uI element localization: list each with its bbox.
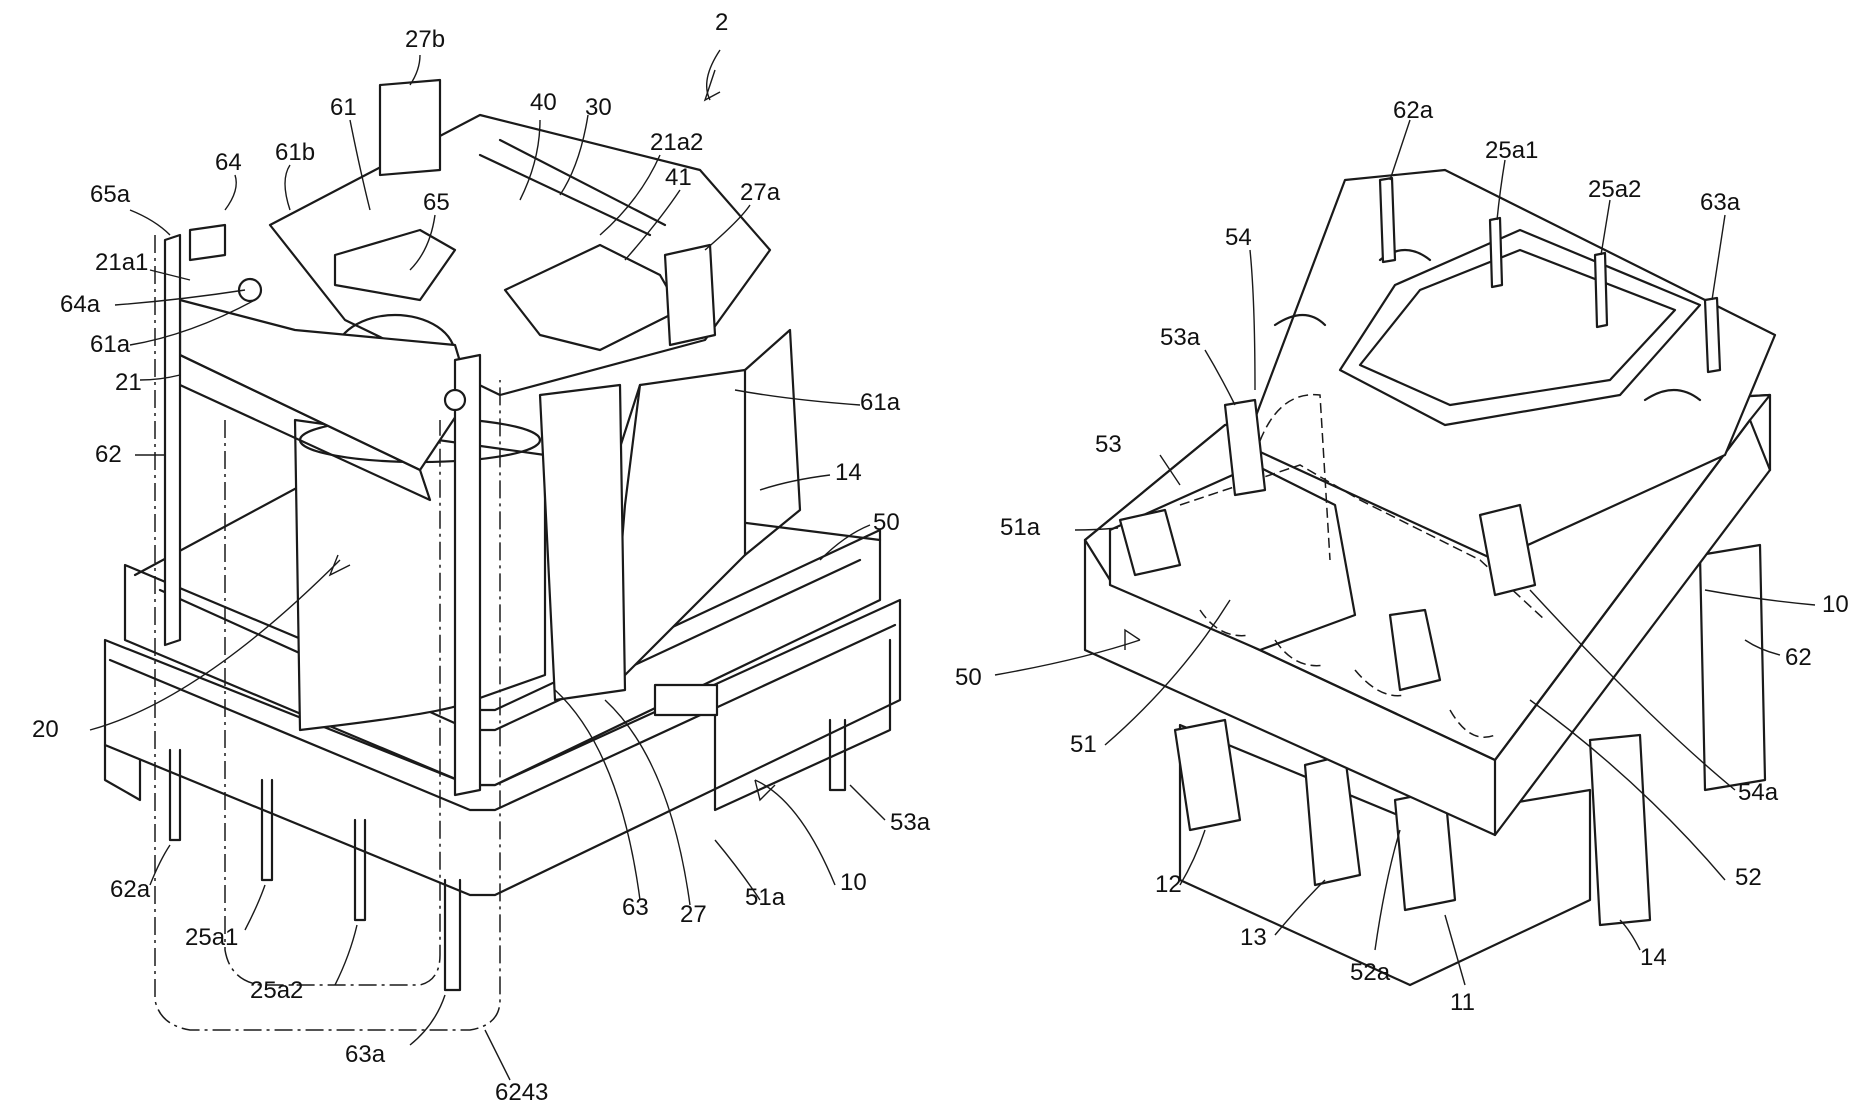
label-r-54a: 54a bbox=[1738, 779, 1779, 806]
leader-6243 bbox=[485, 1030, 510, 1080]
label-62: 62 bbox=[95, 441, 122, 468]
label-27b: 27b bbox=[405, 26, 445, 53]
base-boss bbox=[655, 685, 717, 715]
leader-r-14 bbox=[1620, 920, 1640, 950]
label-r-51a: 51a bbox=[1000, 514, 1041, 541]
label-r-50: 50 bbox=[955, 664, 982, 691]
label-21a2: 21a2 bbox=[650, 129, 703, 156]
pin-63a bbox=[445, 880, 460, 990]
leader-r-25a2 bbox=[1601, 200, 1610, 255]
label-r-11: 11 bbox=[1450, 989, 1475, 1016]
label-10: 10 bbox=[840, 869, 867, 896]
label-63a: 63a bbox=[345, 1041, 386, 1068]
leader-r-62a bbox=[1390, 120, 1410, 180]
label-64: 64 bbox=[215, 149, 242, 176]
label-r-63a: 63a bbox=[1700, 189, 1741, 216]
terminal-27b bbox=[380, 80, 440, 175]
label-20: 20 bbox=[32, 716, 59, 743]
rivet-right bbox=[445, 390, 465, 410]
label-64a: 64a bbox=[60, 291, 101, 318]
leader-r-53a bbox=[1205, 350, 1235, 405]
label-25a2: 25a2 bbox=[250, 977, 303, 1004]
leader-25a1 bbox=[245, 885, 265, 930]
leader-14 bbox=[760, 475, 830, 490]
label-61a-left: 61a bbox=[90, 331, 131, 358]
label-53a: 53a bbox=[890, 809, 931, 836]
leg-13 bbox=[1305, 755, 1360, 885]
label-21a1: 21a1 bbox=[95, 249, 148, 276]
label-r-62a: 62a bbox=[1393, 97, 1434, 124]
label-27a: 27a bbox=[740, 179, 781, 206]
leader-62a bbox=[150, 845, 170, 885]
frame-plate-27 bbox=[540, 385, 625, 700]
label-21: 21 bbox=[115, 369, 142, 396]
leader-63a bbox=[410, 995, 445, 1045]
label-r-12: 12 bbox=[1155, 871, 1182, 898]
label-62a: 62a bbox=[110, 876, 151, 903]
leader-65a bbox=[130, 210, 170, 235]
leader-r-54 bbox=[1250, 250, 1255, 390]
pin-25a1-right bbox=[1490, 218, 1502, 287]
pin-25a2-right bbox=[1595, 253, 1607, 327]
terminal-62-strip bbox=[165, 235, 180, 645]
label-51a: 51a bbox=[745, 884, 786, 911]
label-50: 50 bbox=[873, 509, 900, 536]
label-40: 40 bbox=[530, 89, 557, 116]
right-assembly bbox=[1085, 170, 1775, 985]
label-6243: 6243 bbox=[495, 1079, 548, 1106]
label-61b: 61b bbox=[275, 139, 315, 166]
label-65a: 65a bbox=[90, 181, 131, 208]
label-27: 27 bbox=[680, 901, 707, 928]
frame-right-column bbox=[745, 330, 800, 555]
leader-27b bbox=[410, 55, 420, 85]
pin-63a-right bbox=[1705, 298, 1720, 372]
label-r-14: 14 bbox=[1640, 944, 1667, 971]
leader-10 bbox=[755, 780, 835, 885]
label-61a-right: 61a bbox=[860, 389, 901, 416]
label-r-54: 54 bbox=[1225, 224, 1252, 251]
terminal-27a bbox=[665, 245, 715, 345]
label-65: 65 bbox=[423, 189, 450, 216]
leg-62 bbox=[1700, 545, 1765, 790]
label-r-52: 52 bbox=[1735, 864, 1762, 891]
label-r-53a: 53a bbox=[1160, 324, 1201, 351]
terminal-63-strip bbox=[455, 355, 480, 795]
label-r-10: 10 bbox=[1822, 591, 1849, 618]
label-r-13: 13 bbox=[1240, 924, 1267, 951]
figure-number-2: 2 bbox=[715, 9, 728, 36]
leg-14 bbox=[1590, 735, 1650, 925]
post-65a bbox=[190, 225, 225, 260]
label-r-52a: 52a bbox=[1350, 959, 1391, 986]
leader-64 bbox=[225, 175, 236, 210]
leader-53a bbox=[850, 785, 885, 820]
label-41: 41 bbox=[665, 164, 692, 191]
label-r-53: 53 bbox=[1095, 431, 1122, 458]
label-25a1: 25a1 bbox=[185, 924, 238, 951]
pin-62a-right bbox=[1380, 178, 1395, 262]
label-r-51: 51 bbox=[1070, 731, 1097, 758]
label-r-62: 62 bbox=[1785, 644, 1812, 671]
label-14: 14 bbox=[835, 459, 862, 486]
leader-25a2 bbox=[335, 925, 357, 985]
label-63: 63 bbox=[622, 894, 649, 921]
leader-61b bbox=[285, 165, 290, 210]
label-30: 30 bbox=[585, 94, 612, 121]
label-r-25a1: 25a1 bbox=[1485, 137, 1538, 164]
label-61: 61 bbox=[330, 94, 357, 121]
leader-61a-right bbox=[735, 390, 860, 405]
label-r-25a2: 25a2 bbox=[1588, 176, 1641, 203]
leader-r-63a bbox=[1712, 215, 1725, 300]
